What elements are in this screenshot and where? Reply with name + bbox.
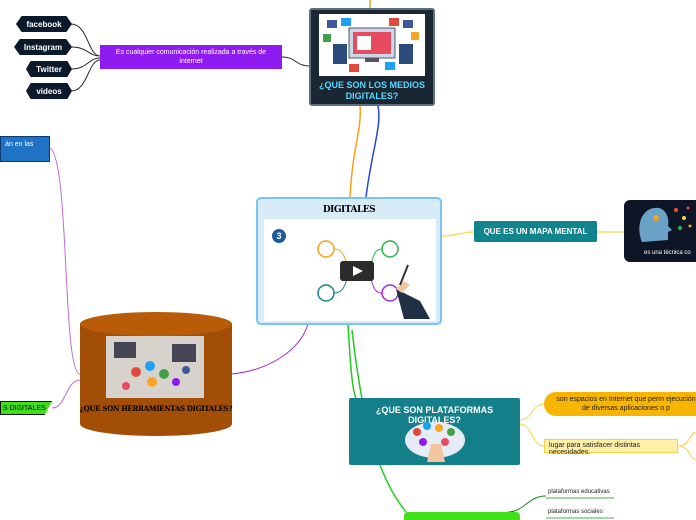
topic-medios-digitales[interactable]: ¿QUE SON LOS MEDIOS DIGITALES? bbox=[309, 8, 435, 106]
central-topic[interactable]: DIGITALES 3 bbox=[256, 197, 442, 325]
green-topic-partial[interactable] bbox=[404, 512, 520, 520]
topic-mapa-mental[interactable]: QUE ES UN MAPA MENTAL bbox=[474, 221, 597, 242]
mindmap-drawing-icon bbox=[317, 240, 430, 319]
medios-title: ¿QUE SON LOS MEDIOS DIGITALES? bbox=[318, 80, 425, 101]
herramientas-title: ¿QUE SON HERRAMIENTAS DIGITALES? bbox=[79, 404, 233, 413]
medios-illustration bbox=[319, 14, 425, 76]
social-item-instagram[interactable]: Instagram bbox=[14, 39, 72, 55]
brain-head-icon bbox=[639, 206, 692, 242]
central-video[interactable]: 3 bbox=[264, 219, 436, 321]
mapa-mental-note: es una técnica co bbox=[644, 250, 691, 256]
devices-apps-icon bbox=[106, 336, 204, 398]
herramientas-side-note[interactable]: án en las bbox=[0, 136, 50, 162]
social-item-facebook[interactable]: facebook bbox=[16, 16, 72, 32]
play-button[interactable] bbox=[340, 261, 374, 281]
social-item-videos[interactable]: videos bbox=[26, 83, 72, 99]
medios-description[interactable]: Es cualquier comunicación realizada a tr… bbox=[100, 45, 282, 69]
mapa-mental-card[interactable]: es una técnica co bbox=[624, 200, 696, 262]
plataformas-note-2[interactable]: lugar para satisfacer distintas necesida… bbox=[544, 439, 678, 456]
central-title: DIGITALES bbox=[322, 205, 376, 215]
digital-devices-icon bbox=[323, 18, 419, 72]
plataformas-title: ¿QUE SON PLATAFORMAS DIGITALES? bbox=[375, 405, 494, 425]
list-item-sociales[interactable]: plataformas sociales bbox=[548, 509, 603, 515]
step-number-badge: 3 bbox=[272, 229, 286, 243]
plataformas-note-1[interactable]: son espacios en Internet que perm ejecuc… bbox=[544, 392, 696, 416]
hand-apps-icon bbox=[405, 422, 465, 462]
topic-herramientas-digitales[interactable]: ¿QUE SON HERRAMIENTAS DIGITALES? bbox=[78, 310, 234, 438]
herramientas-illustration bbox=[106, 336, 204, 398]
list-item-educativas[interactable]: plataformas educativas bbox=[548, 489, 610, 495]
herramientas-green-tag[interactable]: S DIGITALES bbox=[0, 401, 52, 415]
topic-plataformas-digitales[interactable]: ¿QUE SON PLATAFORMAS DIGITALES? bbox=[349, 398, 520, 465]
play-icon bbox=[353, 266, 363, 276]
social-item-twitter[interactable]: Twitter bbox=[26, 61, 72, 77]
